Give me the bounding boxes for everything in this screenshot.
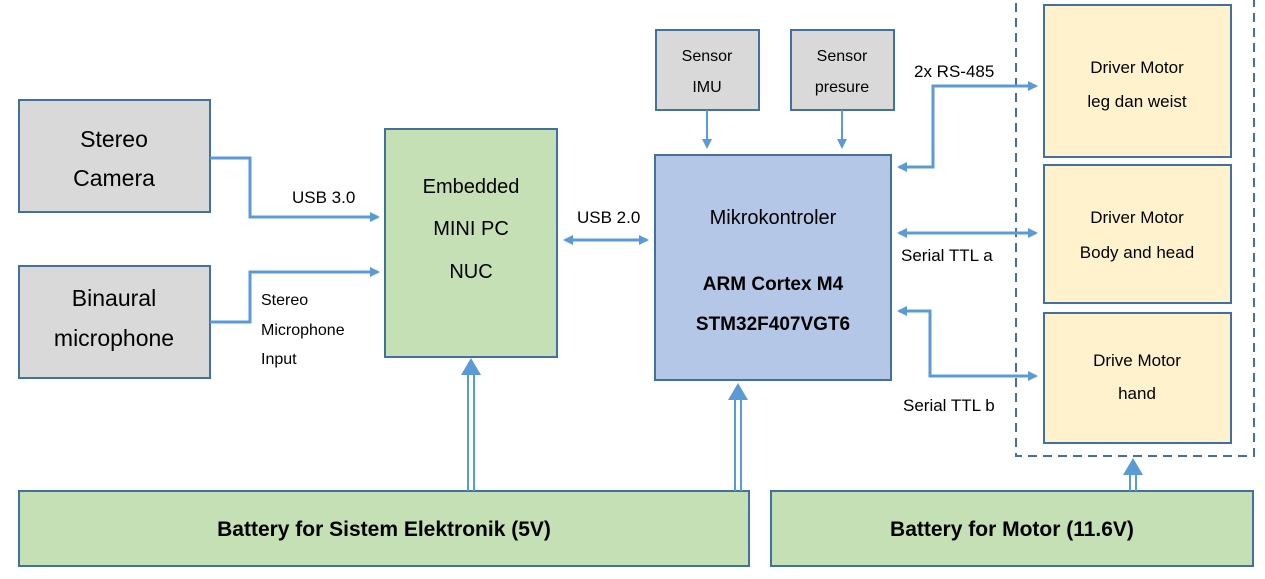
- power-line-mcu: [728, 383, 748, 491]
- usb3-label: USB 3.0: [292, 188, 355, 207]
- mcu-chip-line2: STM32F407VGT6: [696, 314, 850, 335]
- stereo-camera-line1: Stereo: [80, 126, 148, 152]
- usb2-label: USB 2.0: [577, 208, 640, 227]
- driver-hand-line1: Drive Motor: [1093, 351, 1181, 370]
- mcu-hand-serial-b-wire: [897, 306, 1038, 381]
- power-line-motor: [1123, 458, 1143, 491]
- driver-hand-block: Drive Motor hand: [1043, 312, 1232, 444]
- binaural-microphone-block: Binaural microphone: [18, 265, 211, 379]
- mcu-leg-rs485-wire: [897, 81, 1038, 172]
- binaural-line2: microphone: [54, 325, 174, 351]
- sensor-imu-block: Sensor IMU: [655, 29, 760, 111]
- battery-motor-block: Battery for Motor (11.6V): [770, 490, 1254, 567]
- power-line-pc: [461, 358, 481, 491]
- driver-body-block: Driver Motor Body and head: [1043, 164, 1232, 304]
- mic-input-line3: Input: [261, 351, 297, 368]
- sensor-pressure-block: Sensor presure: [790, 29, 895, 111]
- sensor-pressure-line2: presure: [815, 79, 869, 96]
- mini-pc-line1: Embedded: [423, 176, 520, 198]
- driver-body-line2: Body and head: [1080, 243, 1194, 262]
- battery-electronic-label: Battery for Sistem Elektronik (5V): [217, 518, 551, 541]
- driver-leg-block: Driver Motor leg dan weist: [1043, 4, 1232, 158]
- mcu-chip-line1: ARM Cortex M4: [703, 274, 844, 295]
- sensor-pressure-line1: Sensor: [817, 48, 868, 65]
- sensor-imu-line1: Sensor: [682, 48, 733, 65]
- mini-pc-line2: MINI PC: [433, 218, 509, 240]
- stereo-camera-line2: Camera: [73, 165, 155, 191]
- mini-pc-line3: NUC: [449, 261, 492, 283]
- driver-leg-line2: leg dan weist: [1087, 92, 1187, 111]
- stereo-camera-block: Stereo Camera: [18, 99, 211, 213]
- battery-electronic-block: Battery for Sistem Elektronik (5V): [18, 490, 750, 567]
- binaural-line1: Binaural: [72, 285, 156, 311]
- mcu-title: Mikrokontroler: [710, 207, 837, 229]
- motor-driver-group: [1015, 0, 1255, 457]
- mic-input-line2: Microphone: [261, 322, 345, 339]
- serial-b-label: Serial TTL b: [903, 396, 995, 415]
- camera-to-pc-wire: [210, 156, 380, 222]
- mic-to-pc-wire: [210, 267, 380, 324]
- driver-body-line1: Driver Motor: [1090, 208, 1184, 227]
- mini-pc-block: Embedded MINI PC NUC: [384, 128, 558, 358]
- mic-input-line1: Stereo: [261, 292, 308, 309]
- microcontroller-block: Mikrokontroler ARM Cortex M4 STM32F407VG…: [654, 154, 892, 381]
- driver-hand-line2: hand: [1118, 384, 1156, 403]
- rs485-label: 2x RS-485: [914, 62, 994, 81]
- driver-leg-line1: Driver Motor: [1090, 58, 1184, 77]
- battery-motor-label: Battery for Motor (11.6V): [890, 518, 1134, 541]
- sensor-imu-line2: IMU: [692, 79, 721, 96]
- serial-a-label: Serial TTL a: [901, 246, 993, 265]
